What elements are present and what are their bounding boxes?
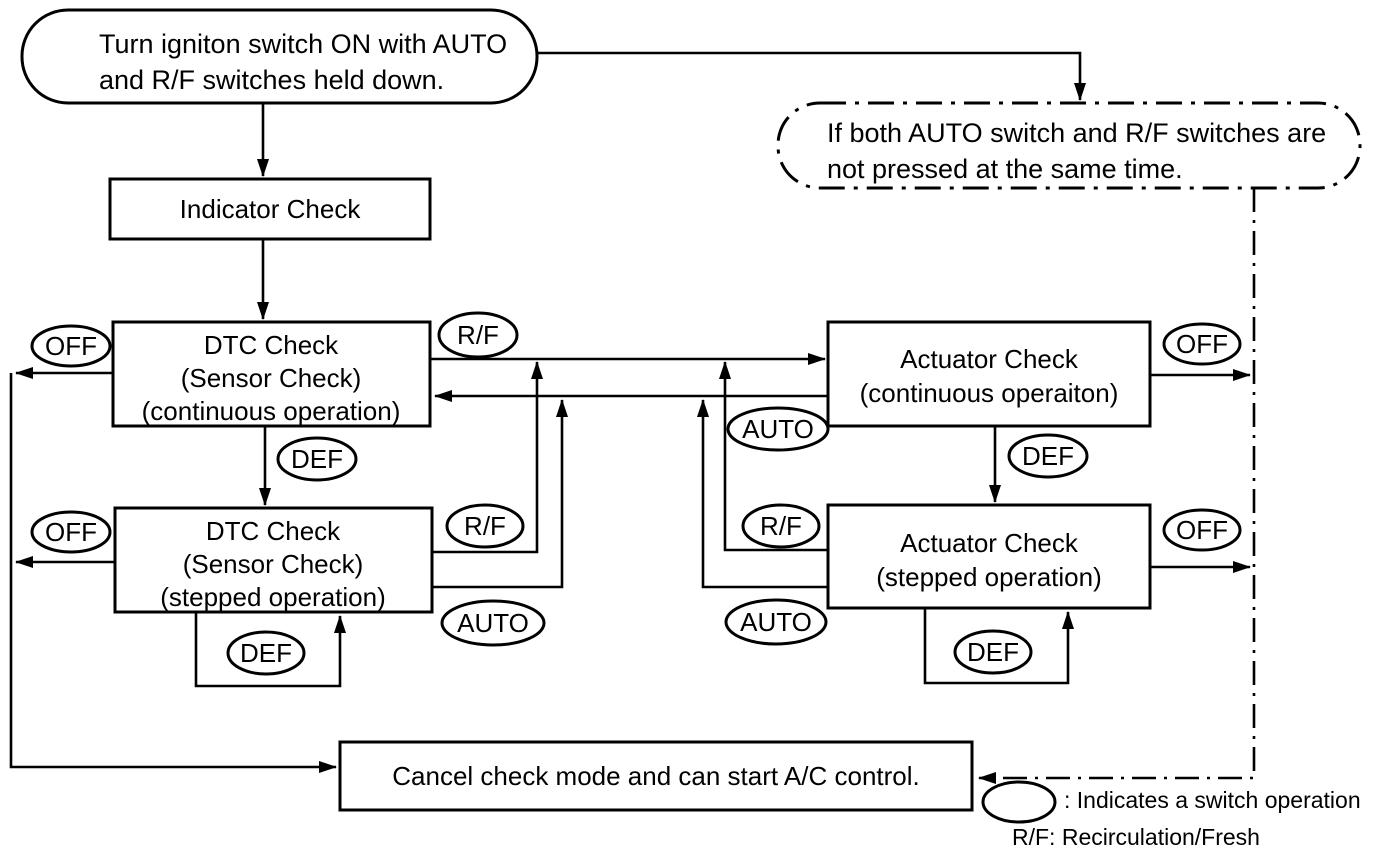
switch-oval-rf-actuator-stepped: R/F bbox=[741, 503, 821, 549]
dtc-check-stepped-line1: DTC Check bbox=[206, 516, 341, 546]
off-oval-shape bbox=[1162, 508, 1242, 552]
rf-oval-shape bbox=[741, 503, 821, 549]
start-node-line2: and R/F switches held down. bbox=[99, 65, 444, 95]
cancel-node-shape bbox=[338, 740, 974, 812]
def-loop-actuator-stepped bbox=[923, 608, 1074, 685]
rf-oval-label: R/F bbox=[457, 320, 499, 350]
legend-switch-oval-icon bbox=[981, 780, 1057, 824]
dtc-check-continuous-line3: (continuous operation) bbox=[142, 396, 401, 426]
rf-oval-label: R/F bbox=[464, 511, 506, 541]
dtc-check-stepped-line2: (Sensor Check) bbox=[183, 549, 364, 579]
switch-oval-def-loop-dtc-stepped: DEF bbox=[226, 630, 306, 676]
dtc-check-stepped-line3: (stepped operation) bbox=[160, 582, 385, 612]
switch-oval-def-actuator-continuous: DEF bbox=[1007, 433, 1089, 479]
start-node: Turn igniton switch ON with AUTO and R/F… bbox=[20, 8, 539, 105]
off-oval-label: OFF bbox=[1176, 515, 1228, 545]
condition-node-shape bbox=[776, 101, 1362, 190]
def-oval-label: DEF bbox=[1022, 441, 1074, 471]
dtc-check-continuous-line2: (Sensor Check) bbox=[181, 363, 362, 393]
auto-oval-label: AUTO bbox=[457, 608, 529, 638]
dtc-check-continuous-shape bbox=[111, 320, 432, 428]
auto-oval-shape bbox=[724, 598, 828, 646]
indicator-check-shape bbox=[108, 177, 432, 241]
switch-oval-off-dtc-continuous: OFF bbox=[30, 324, 112, 368]
rf-oval-label: R/F bbox=[760, 511, 802, 541]
auto-oval-shape bbox=[726, 406, 830, 452]
actuator-check-stepped-line1: Actuator Check bbox=[900, 528, 1079, 558]
actuator-check-stepped-shape bbox=[826, 503, 1152, 610]
off-oval-label: OFF bbox=[45, 517, 97, 547]
actuator-check-continuous-line2: (continuous operaiton) bbox=[860, 378, 1119, 408]
cancel-node-label: Cancel check mode and can start A/C cont… bbox=[392, 761, 920, 791]
def-oval-label: DEF bbox=[967, 637, 1019, 667]
actuator-check-continuous-line1: Actuator Check bbox=[900, 344, 1079, 374]
off-oval-shape bbox=[30, 324, 112, 368]
switch-oval-auto-actuator-continuous: AUTO bbox=[726, 406, 830, 452]
actuator-check-continuous-node: Actuator Check (continuous operaiton) bbox=[826, 320, 1152, 428]
actuator-check-stepped-line2: (stepped operation) bbox=[876, 562, 1101, 592]
dtc-check-continuous-node: DTC Check (Sensor Check) (continuous ope… bbox=[111, 320, 432, 428]
legend: : Indicates a switch operation R/F: Reci… bbox=[981, 780, 1361, 850]
trunk-off-to-cancel bbox=[9, 373, 337, 773]
switch-oval-def-dtc-continuous: DEF bbox=[276, 436, 358, 482]
path-rf-actuator-stepped-up bbox=[719, 361, 828, 552]
switch-oval-off-dtc-stepped: OFF bbox=[30, 510, 112, 554]
off-oval-shape bbox=[1162, 322, 1242, 366]
dashline-condition-to-cancel bbox=[978, 188, 1256, 784]
indicator-check-label: Indicator Check bbox=[180, 194, 362, 224]
condition-node-line1: If both AUTO switch and R/F switches are bbox=[827, 118, 1326, 148]
path-auto-actuator-stepped-up bbox=[697, 399, 828, 589]
indicator-check-node: Indicator Check bbox=[108, 177, 432, 241]
actuator-check-stepped-node: Actuator Check (stepped operation) bbox=[826, 503, 1152, 610]
def-oval-label: DEF bbox=[291, 444, 343, 474]
dtc-check-stepped-shape bbox=[113, 506, 434, 614]
off-oval-shape bbox=[30, 510, 112, 554]
condition-node-line2: not pressed at the same time. bbox=[827, 154, 1183, 184]
switch-oval-def-loop-actuator-stepped: DEF bbox=[953, 629, 1033, 675]
legend-oval-meaning: : Indicates a switch operation bbox=[1064, 787, 1361, 813]
condition-node: If both AUTO switch and R/F switches are… bbox=[776, 101, 1362, 190]
switch-oval-auto-dtc-stepped: AUTO bbox=[440, 599, 546, 647]
dtc-check-continuous-line1: DTC Check bbox=[204, 330, 339, 360]
start-node-shape bbox=[20, 8, 539, 105]
switch-oval-rf-dtc-stepped: R/F bbox=[445, 503, 525, 549]
dtc-check-stepped-node: DTC Check (Sensor Check) (stepped operat… bbox=[113, 506, 434, 614]
auto-oval-label: AUTO bbox=[740, 607, 812, 637]
def-loop-dtc-stepped bbox=[194, 612, 346, 688]
off-oval-label: OFF bbox=[1176, 329, 1228, 359]
def-oval-shape bbox=[1007, 433, 1089, 479]
path-rf-dtc-stepped-up bbox=[432, 361, 543, 554]
rf-oval-shape bbox=[445, 503, 525, 549]
switch-oval-off-actuator-continuous: OFF bbox=[1162, 322, 1242, 366]
def-oval-shape bbox=[953, 629, 1033, 675]
switch-oval-rf-dtc-continuous: R/F bbox=[437, 311, 519, 359]
def-oval-label: DEF bbox=[240, 638, 292, 668]
def-oval-shape bbox=[276, 436, 358, 482]
actuator-check-continuous-shape bbox=[826, 320, 1152, 428]
start-node-line1: Turn igniton switch ON with AUTO bbox=[99, 29, 507, 59]
auto-oval-shape bbox=[440, 599, 546, 647]
off-oval-label: OFF bbox=[45, 331, 97, 361]
rf-oval-shape bbox=[437, 311, 519, 359]
cancel-node: Cancel check mode and can start A/C cont… bbox=[338, 740, 974, 812]
arrow-start-to-condition bbox=[537, 51, 1086, 101]
switch-oval-auto-actuator-stepped: AUTO bbox=[724, 598, 828, 646]
switch-oval-off-actuator-stepped: OFF bbox=[1162, 508, 1242, 552]
legend-rf-meaning: R/F: Recirculation/Fresh bbox=[1012, 824, 1260, 850]
path-auto-dtc-stepped-up bbox=[432, 399, 568, 589]
def-oval-shape bbox=[226, 630, 306, 676]
auto-oval-label: AUTO bbox=[742, 414, 814, 444]
